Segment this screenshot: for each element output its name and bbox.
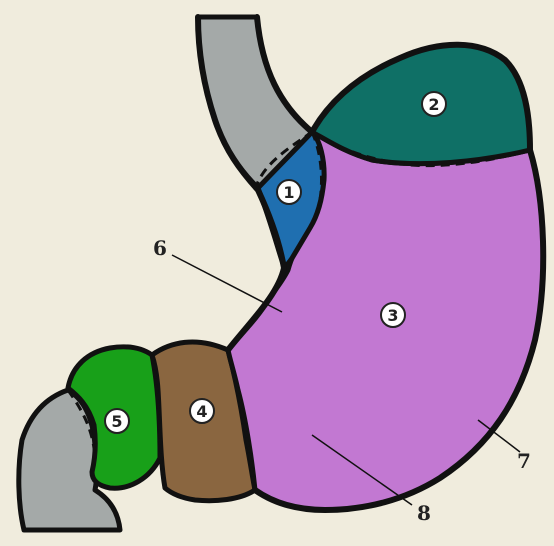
badge-3-label: 3 <box>387 306 398 325</box>
badge-4: 4 <box>190 399 214 423</box>
callout-label-7: 7 <box>517 449 531 473</box>
callout-label-8: 8 <box>417 501 431 525</box>
badge-2: 2 <box>422 92 446 116</box>
badge-1-label: 1 <box>283 183 294 202</box>
badge-5-label: 5 <box>111 412 122 431</box>
callout-label-6: 6 <box>153 236 167 260</box>
badge-2-label: 2 <box>428 95 439 114</box>
badge-3: 3 <box>381 303 405 327</box>
badge-1: 1 <box>277 180 301 204</box>
badge-4-label: 4 <box>196 402 207 421</box>
badge-5: 5 <box>105 409 129 433</box>
